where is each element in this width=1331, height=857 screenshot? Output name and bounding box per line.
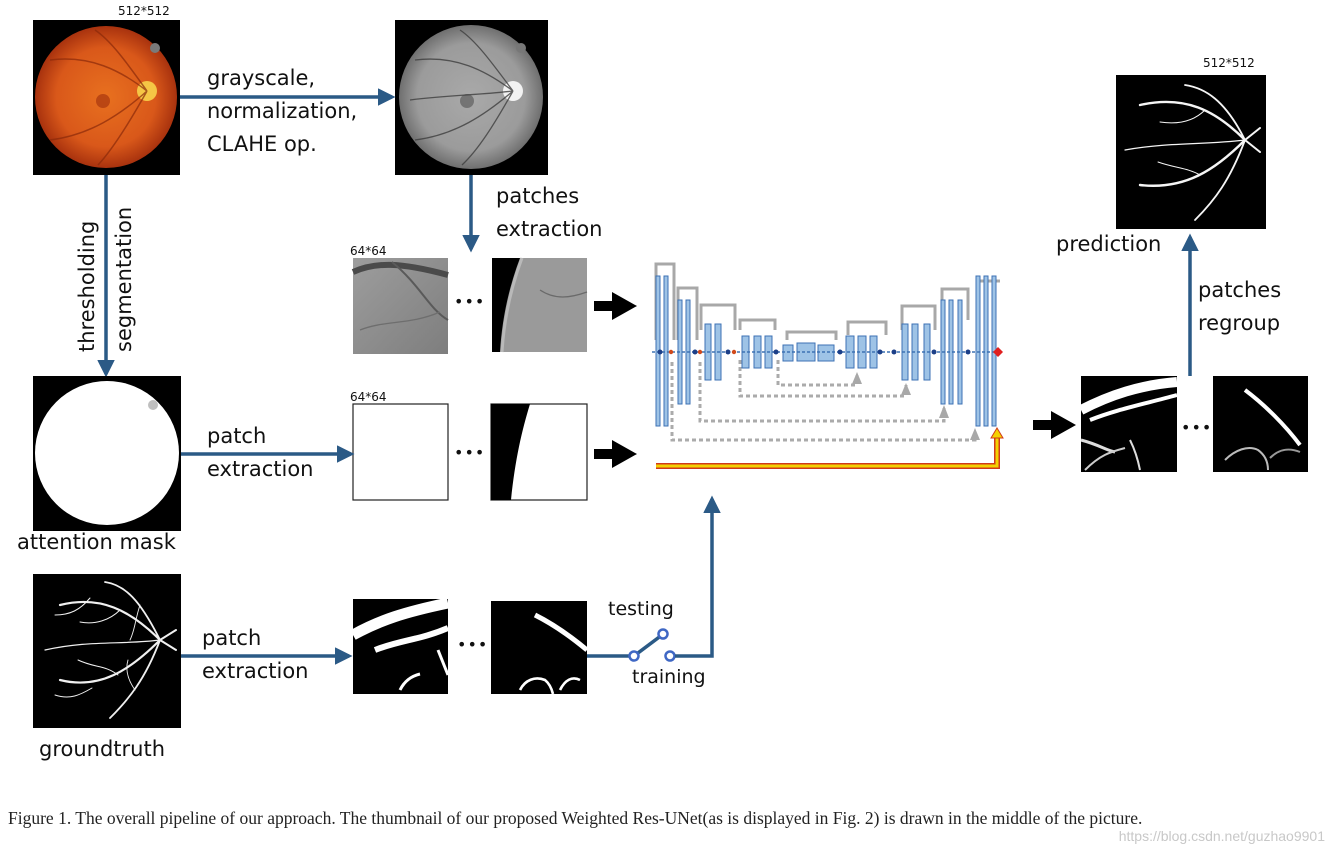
attention-mask-image [33,376,181,531]
ellipsis-row2: ••• [454,443,486,462]
ellipsis-row1: ••• [454,292,486,311]
label-preprocess-3: CLAHE op. [207,132,317,156]
mode-switch [587,495,721,662]
label-groundtruth: groundtruth [39,737,166,761]
mask-patch-1 [352,403,449,501]
label-prediction: prediction [1056,232,1162,256]
label-patch-extraction-mask-1: patch [207,424,267,448]
arrow-input-mask [594,440,637,468]
label-testing: testing [608,598,674,620]
label-patch-extraction-gt-2: extraction [202,659,309,683]
gt-patch-1 [350,597,450,694]
ellipsis-output: ••• [1181,418,1213,437]
label-patches-extraction-2: extraction [496,217,603,241]
label-preprocess-2: normalization, [207,99,358,123]
label-training: training [632,666,706,688]
prediction-image [1116,75,1266,229]
figure-caption: Figure 1. The overall pipeline of our ap… [8,808,1143,828]
arrow-output [1033,411,1076,439]
size-label-patch-mask: 64*64 [350,390,387,404]
gt-patch-2 [491,601,589,695]
label-patch-extraction-gt-1: patch [202,626,262,650]
size-label-original: 512*512 [118,4,170,18]
output-patch-2 [1213,376,1308,472]
label-patches-extraction-1: patches [496,184,580,208]
arrow-input-image [594,292,637,320]
watermark: https://blog.csdn.net/guzhao9901 [1118,828,1325,844]
label-thresholding-2: segmentation [112,206,136,352]
output-patch-1 [1078,376,1178,472]
gray-patch-2 [492,257,588,353]
fundus-color-image [33,20,180,175]
ellipsis-row3: ••• [457,635,489,654]
gray-patch-1 [351,258,449,354]
label-preprocess-1: grayscale, [207,66,316,90]
groundtruth-image [33,574,181,728]
size-label-prediction: 512*512 [1203,56,1255,70]
label-patches-regroup-2: regroup [1198,311,1281,335]
label-patch-extraction-mask-2: extraction [207,457,314,481]
size-label-patch-gray: 64*64 [350,244,387,258]
label-patches-regroup-1: patches [1198,278,1282,302]
mask-patch-2 [490,403,588,501]
fundus-gray-image [395,20,548,175]
weighted-res-unet-thumbnail [652,262,1004,469]
label-thresholding-1: thresholding [75,220,99,352]
label-attention-mask: attention mask [17,530,176,554]
